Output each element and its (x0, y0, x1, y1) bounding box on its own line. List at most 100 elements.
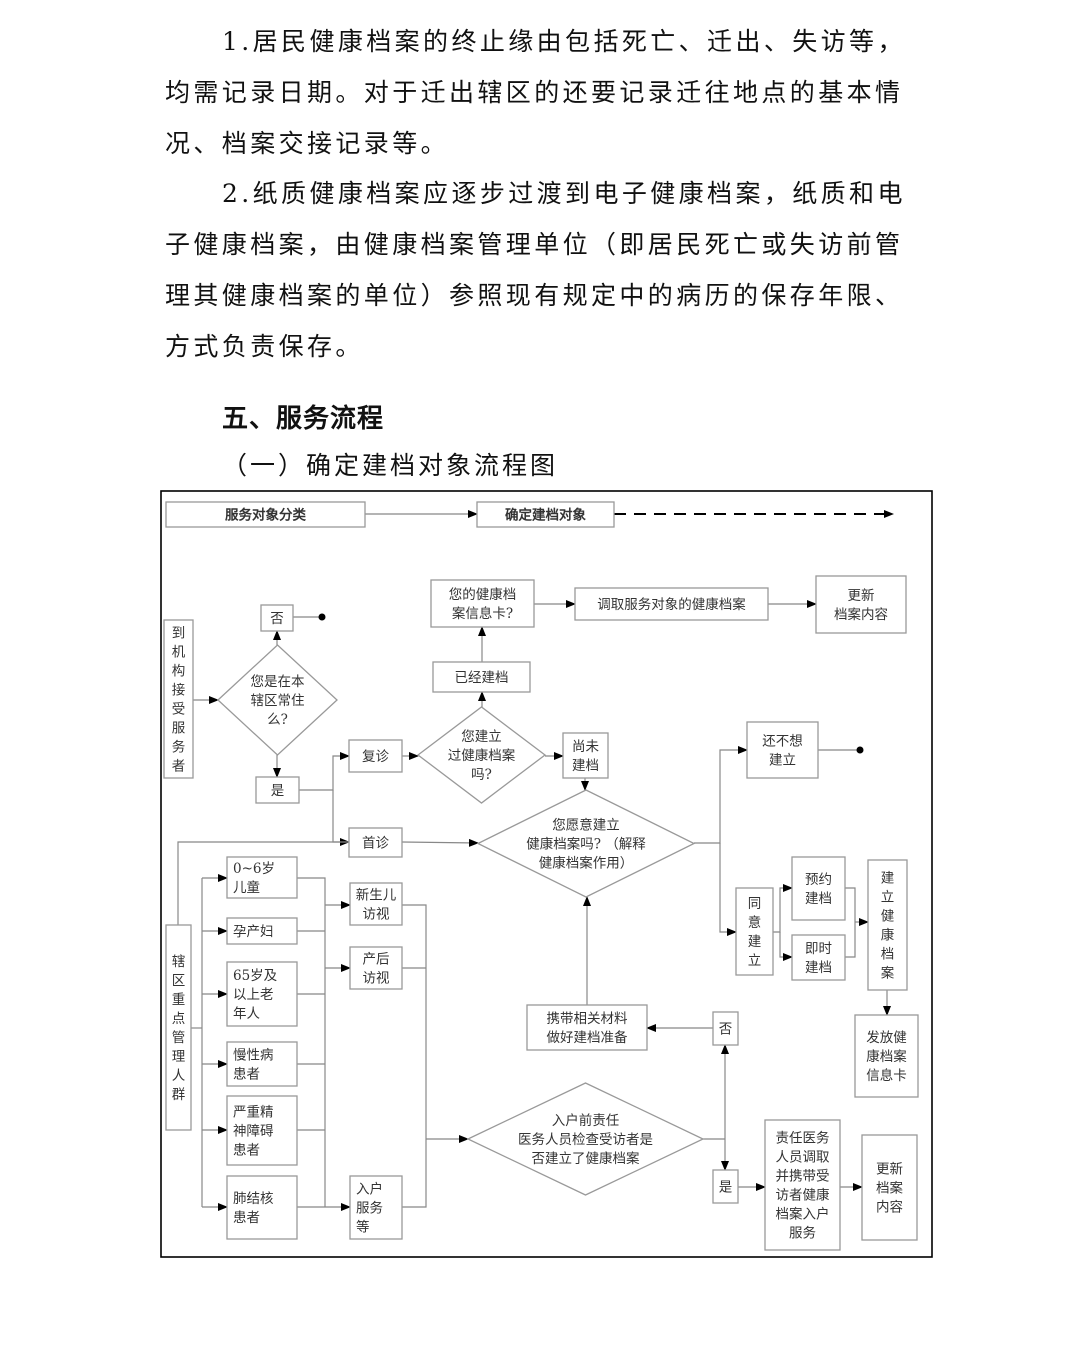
node-label: 携带相关材料 (547, 1011, 628, 1027)
node-label: 服 (172, 721, 186, 737)
node-label: 是 (271, 783, 285, 799)
node-label: 入户前责任 (552, 1112, 620, 1129)
node-label: 同 (748, 896, 762, 912)
node-label: 辖 (172, 954, 186, 970)
connector-line (297, 877, 326, 1207)
node-label: 群 (172, 1087, 186, 1103)
node-retrieve: 调取服务对象的健康档案 (574, 587, 769, 621)
box-shape (349, 946, 403, 990)
node-already: 已经建档 (432, 661, 531, 693)
box-shape (226, 917, 298, 945)
node-label: 您是在本 (251, 673, 305, 690)
node-label: 接 (172, 682, 186, 699)
node-label: 年人 (233, 1006, 260, 1022)
box-shape (574, 587, 769, 621)
node-label: 案信息卡? (452, 605, 513, 622)
node-yes2: 是 (712, 1169, 739, 1204)
node-label: 点 (172, 1011, 186, 1027)
node-label: 档案入户 (776, 1206, 830, 1223)
box-shape (791, 856, 846, 921)
node-label: 管 (172, 1030, 186, 1046)
node-label: 以上老 (233, 987, 274, 1003)
terminal-dot (318, 613, 326, 621)
box-shape (226, 1175, 298, 1240)
box-shape (432, 661, 531, 693)
connector-line (694, 746, 748, 844)
node-label: 案 (881, 965, 895, 982)
node-label: 访视 (363, 971, 390, 987)
node-label: 确定建档对象 (505, 507, 586, 524)
node-no1: 否 (260, 604, 294, 632)
node-label: 复诊 (362, 748, 389, 765)
node-label: 机 (172, 645, 186, 661)
node-label: 访者健康 (776, 1187, 830, 1204)
node-label: 医务人员检查受访者是 (518, 1132, 653, 1148)
node-label: 务 (172, 740, 186, 756)
text-line: 1.居民健康档案的终止缘由包括死亡、迁出、失访等， (222, 27, 906, 56)
node-label: 服务 (356, 1201, 383, 1217)
box-shape (349, 882, 403, 926)
node-label: 立 (881, 890, 895, 906)
node-label: 患者 (233, 1143, 260, 1159)
connector-line (845, 887, 856, 958)
box-shape (867, 859, 908, 991)
node-label: 信息卡 (866, 1067, 907, 1084)
node-label: 建 (881, 871, 895, 887)
connector-line (719, 843, 737, 936)
diamond-shape (476, 789, 696, 898)
box-shape (260, 604, 294, 632)
text-line: 2.纸质健康档案应逐步过渡到电子健康档案，纸质和电 (222, 179, 906, 208)
node-label: 档案内容 (834, 606, 888, 623)
node-label: 更新 (876, 1162, 903, 1178)
box-shape (562, 732, 609, 779)
diamond-shape (416, 706, 547, 804)
section-heading: 五、服务流程 (222, 404, 385, 434)
diamond-shape (217, 644, 338, 756)
node-label: 即时 (805, 941, 832, 957)
node-label: 严重精 (233, 1105, 274, 1121)
node-label: 建档 (805, 891, 832, 907)
node-label: 康 (881, 927, 895, 944)
box-shape (226, 856, 298, 899)
node-label: 康档案 (866, 1048, 907, 1065)
node-label: 建档 (805, 960, 832, 976)
node-label: 还不想 (762, 734, 803, 750)
node-label: 辖区常住 (251, 693, 305, 709)
node-label: 您建立 (461, 728, 502, 745)
box-shape (349, 1175, 403, 1240)
connector-line (402, 904, 427, 1208)
node-label: 访视 (363, 907, 390, 923)
connector-line (401, 838, 479, 847)
box-shape (255, 776, 300, 804)
node-pregnant: 孕产妇 (226, 917, 298, 945)
node-label: 吗? (471, 767, 492, 783)
node-label: 么? (267, 712, 288, 728)
node-label: 责任医务 (776, 1131, 830, 1147)
node-label: 服务对象分类 (225, 507, 306, 524)
box-shape (163, 619, 194, 779)
box-shape (861, 1134, 918, 1241)
node-label: 区 (172, 973, 186, 989)
connector-line (332, 790, 350, 846)
node-no2: 否 (712, 1011, 739, 1046)
node-label: 否 (719, 1022, 733, 1038)
node-label: 发放健 (866, 1030, 907, 1046)
node-label: 建档 (572, 758, 599, 774)
node-label: 人员调取 (776, 1150, 830, 1166)
node-label: 患者 (233, 1210, 260, 1226)
node-label: 首诊 (362, 836, 389, 852)
node-label: 尚未 (572, 739, 600, 755)
node-label: 意 (748, 914, 762, 931)
node-label: 内容 (876, 1199, 903, 1216)
